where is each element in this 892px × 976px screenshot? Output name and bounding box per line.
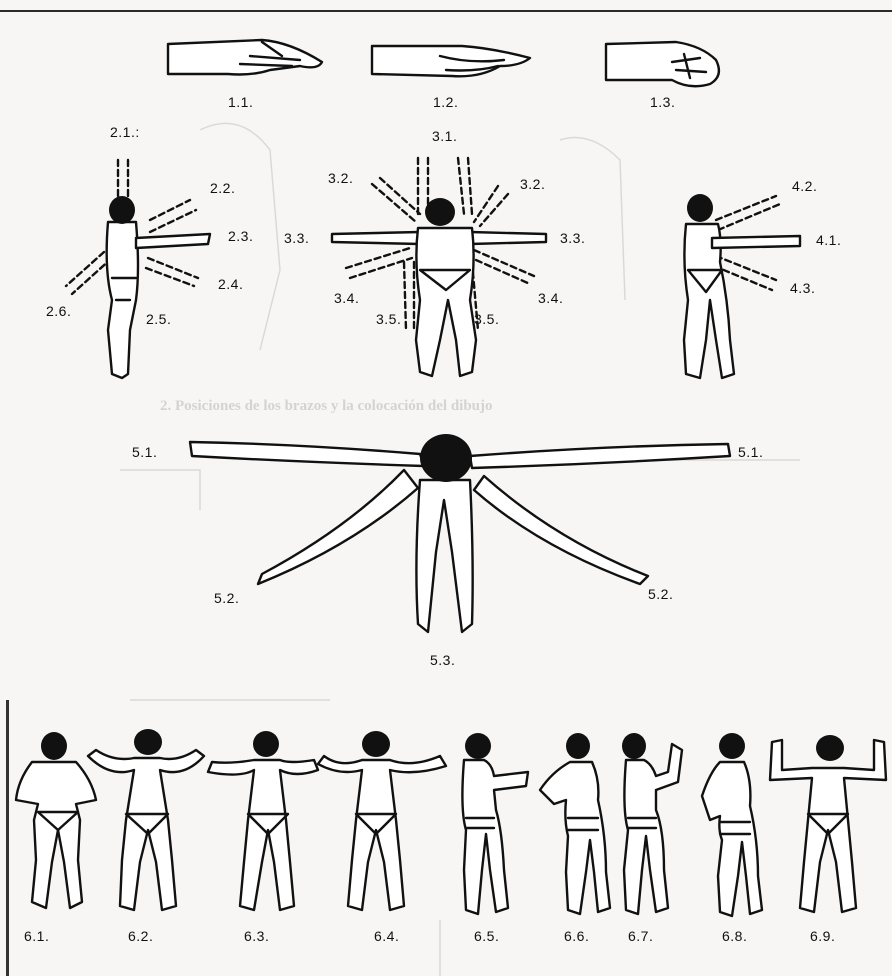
- hand-figure-1-3: [606, 42, 719, 86]
- label-6-1: 6.1.: [24, 928, 49, 944]
- label-4-3: 4.3.: [790, 280, 815, 296]
- hand-figure-1-1: [168, 40, 322, 75]
- pose-figure-6-3: [208, 731, 318, 910]
- label-3-2-right: 3.2.: [520, 176, 545, 192]
- label-4-1: 4.1.: [816, 232, 841, 248]
- label-5-2-right: 5.2.: [648, 586, 673, 602]
- label-5-1-left: 5.1.: [132, 444, 157, 460]
- label-2-2: 2.2.: [210, 180, 235, 196]
- label-6-4: 6.4.: [374, 928, 399, 944]
- label-6-5: 6.5.: [474, 928, 499, 944]
- pose-figure-6-4: [318, 731, 446, 910]
- label-6-8: 6.8.: [722, 928, 747, 944]
- label-6-2: 6.2.: [128, 928, 153, 944]
- arm-positions-figure-4: [684, 194, 800, 378]
- label-3-3-right: 3.3.: [560, 230, 585, 246]
- label-2-5: 2.5.: [146, 311, 171, 327]
- label-3-4-right: 3.4.: [538, 290, 563, 306]
- label-6-6: 6.6.: [564, 928, 589, 944]
- label-1-1: 1.1.: [228, 94, 253, 110]
- label-3-2-left: 3.2.: [328, 170, 353, 186]
- pose-figure-6-9: [770, 735, 886, 912]
- hand-figure-1-2: [372, 46, 530, 76]
- label-5-1-right: 5.1.: [738, 444, 763, 460]
- pose-figure-6-2: [88, 729, 204, 910]
- label-3-1: 3.1.: [432, 128, 457, 144]
- pose-figure-6-5: [462, 733, 528, 914]
- arm-positions-figure-5: [190, 434, 730, 632]
- label-2-6: 2.6.: [46, 303, 71, 319]
- pose-figure-6-6: [540, 733, 610, 914]
- label-5-2-left: 5.2.: [214, 590, 239, 606]
- label-1-2: 1.2.: [433, 94, 458, 110]
- pose-figure-6-7: [622, 733, 682, 914]
- pose-figure-6-1: [16, 732, 96, 908]
- arm-positions-figure-3: [332, 158, 546, 376]
- label-1-3: 1.3.: [650, 94, 675, 110]
- label-6-7: 6.7.: [628, 928, 653, 944]
- arm-positions-figure-2: [66, 160, 210, 378]
- label-2-4: 2.4.: [218, 276, 243, 292]
- label-3-5-left: 3.5.: [376, 311, 401, 327]
- label-4-2: 4.2.: [792, 178, 817, 194]
- label-6-9: 6.9.: [810, 928, 835, 944]
- label-3-5-right: 3.5.: [474, 311, 499, 327]
- label-2-3: 2.3.: [228, 228, 253, 244]
- label-2-1: 2.1.:: [110, 124, 140, 140]
- label-3-3-left: 3.3.: [284, 230, 309, 246]
- label-5-3: 5.3.: [430, 652, 455, 668]
- pose-figure-6-8: [702, 733, 762, 916]
- label-3-4-left: 3.4.: [334, 290, 359, 306]
- label-6-3: 6.3.: [244, 928, 269, 944]
